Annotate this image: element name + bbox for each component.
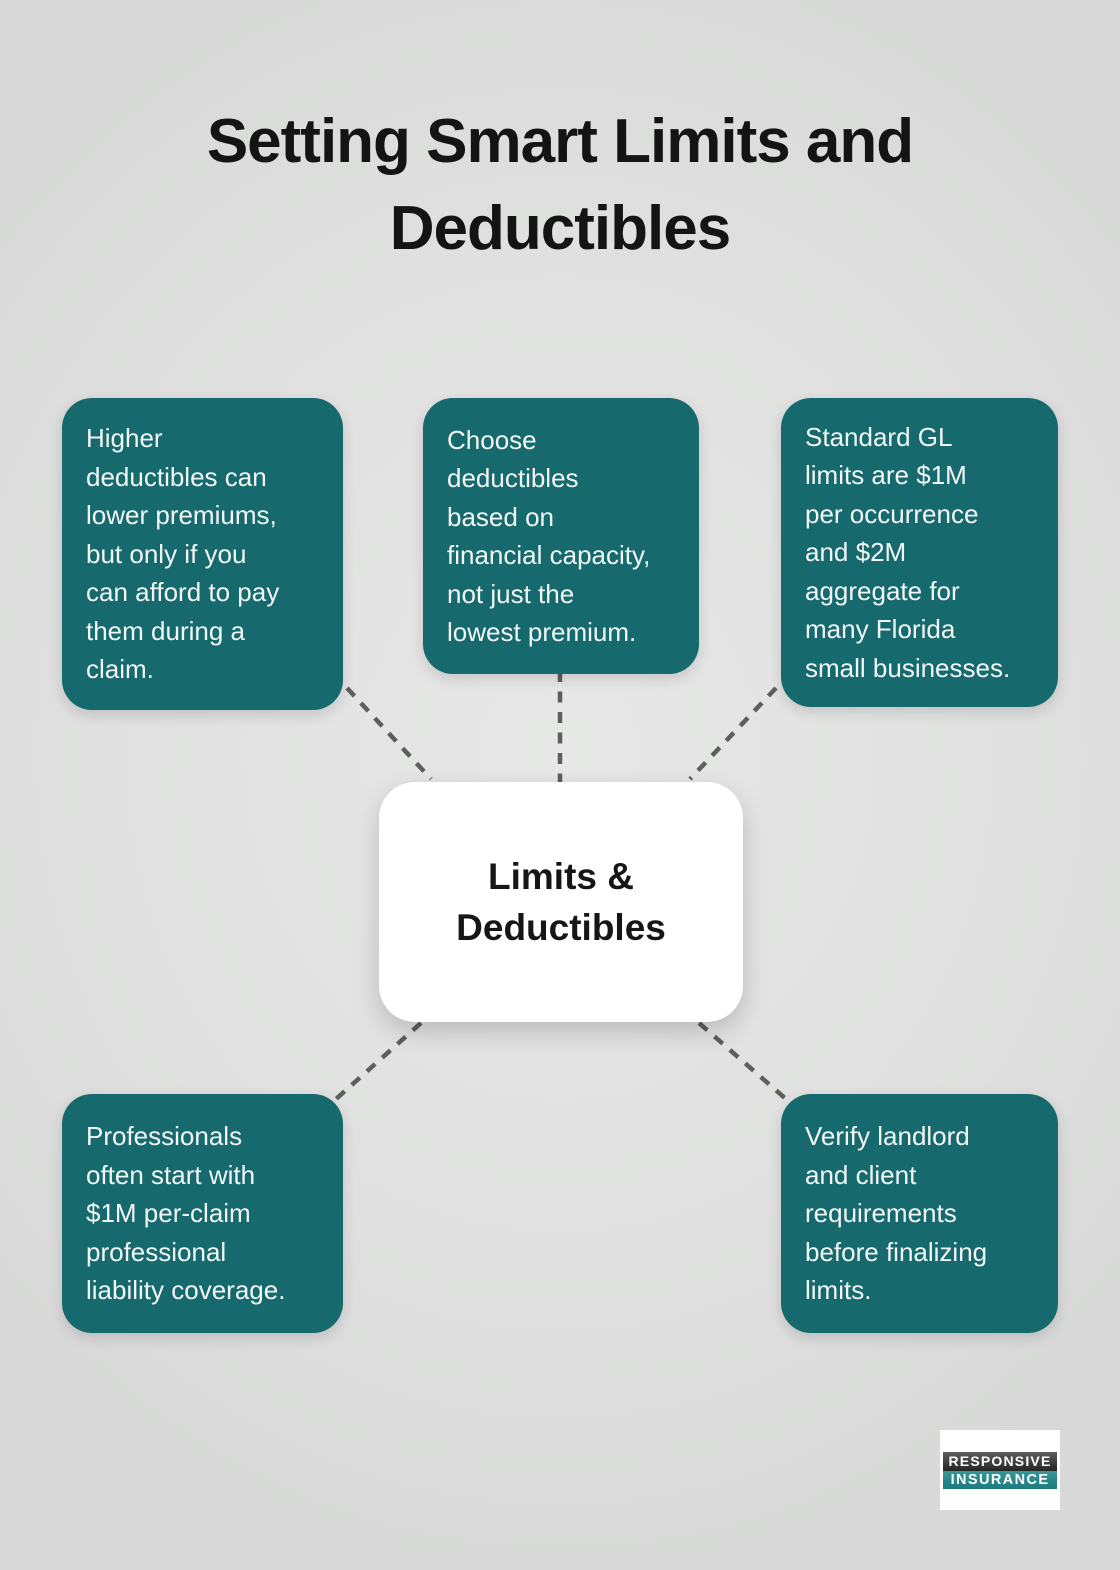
node-text-top-right: Standard GL limits are $1M per occurrenc… [805,421,1011,683]
node-text-bottom-left: Professionals often start with $1M per-c… [86,1121,286,1306]
node-top-left: Higher deductibles can lower premiums, b… [62,398,343,710]
node-bottom-right: Verify landlord and client requirements … [781,1094,1058,1333]
connector-top-left [345,686,433,781]
brand-logo-bars: RESPONSIVE INSURANCE [943,1451,1057,1489]
page-title: Setting Smart Limits and Deductibles [206,107,914,263]
node-top-right: Standard GL limits are $1M per occurrenc… [781,398,1058,707]
connector-top-right [688,686,778,781]
center-node: Limits & Deductibles [379,782,743,1022]
node-top-middle: Choose deductibles based on financial ca… [423,398,699,674]
node-text-top-left: Higher deductibles can lower premiums, b… [86,423,280,685]
logo-responsive-label: RESPONSIVE [943,1451,1057,1471]
node-text-top-middle: Choose deductibles based on financial ca… [447,424,651,648]
connector-bottom-left [334,1021,423,1101]
node-bottom-left: Professionals often start with $1M per-c… [62,1094,343,1333]
center-node-label: Limits & Deductibles [456,856,666,948]
logo-insurance-label: INSURANCE [943,1470,1057,1489]
connector-bottom-right [697,1021,788,1101]
node-text-bottom-right: Verify landlord and client requirements … [805,1121,988,1306]
brand-logo: RESPONSIVE INSURANCE [940,1430,1060,1510]
